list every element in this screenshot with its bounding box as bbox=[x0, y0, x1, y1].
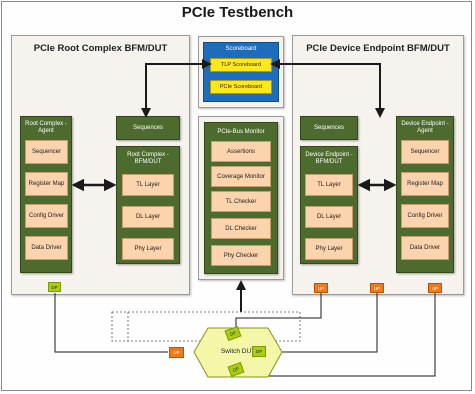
root-complex-agent-title: Root Complex - Agent bbox=[25, 121, 67, 134]
bus-tap-dashed-box bbox=[111, 311, 301, 342]
switch-dp-port-right: DP bbox=[252, 346, 266, 357]
ep-bfm-item-tl-layer: TL Layer bbox=[305, 174, 353, 196]
ep-agent-item-register-map: Register Map bbox=[401, 172, 449, 196]
rc-dp-port: DP bbox=[48, 282, 61, 292]
endpoint-agent-title: Device Endpoint - Agent bbox=[401, 121, 449, 134]
rc-bfm-item-phy-layer: Phy Layer bbox=[122, 238, 174, 260]
rc-dp-wire bbox=[54, 293, 168, 353]
ep-up-port-2: UP bbox=[370, 283, 384, 293]
monitor-item-tl-checker: TL Checker bbox=[211, 191, 271, 212]
rc-bfm-item-tl-layer: TL Layer bbox=[122, 174, 174, 196]
rc-agent-item-data-driver: Data Driver bbox=[25, 236, 68, 260]
switch-dut-shape bbox=[193, 327, 283, 378]
ep-agent-item-data-driver: Data Driver bbox=[401, 236, 449, 260]
rc-agent-item-register-map: Register Map bbox=[25, 172, 68, 196]
root-complex-sequences: Sequences bbox=[116, 116, 180, 140]
ep-up-port-1: UP bbox=[314, 283, 328, 293]
monitor-item-coverage-monitor: Coverage Monitor bbox=[211, 166, 271, 187]
diagram-title: PCIe Testbench bbox=[181, 4, 294, 21]
rc-to-scoreboard-arrow bbox=[141, 59, 212, 118]
endpoint-sequences-label: Sequences bbox=[313, 125, 345, 131]
scoreboard-title: Scoreboard bbox=[225, 46, 257, 52]
endpoint-title: PCIe Device Endpoint BFM/DUT bbox=[306, 43, 450, 54]
switch-dut-label: Switch DUT bbox=[220, 348, 256, 355]
rc-agent-item-config-driver: Config Driver bbox=[25, 204, 68, 228]
endpoint-bfm-title: Device Endpoint - BFM/DUT bbox=[305, 152, 353, 165]
root-complex-title: PCIe Root Complex BFM/DUT bbox=[33, 43, 168, 54]
ep-bfm-item-dl-layer: DL Layer bbox=[305, 206, 353, 228]
ep-agent-item-sequencer: Sequencer bbox=[401, 140, 449, 164]
monitor-item-dl-checker: DL Checker bbox=[211, 218, 271, 239]
ep-up-wire-1 bbox=[235, 293, 322, 329]
rc-agent-item-sequencer: Sequencer bbox=[25, 140, 68, 164]
rc-bfm-item-dl-layer: DL Layer bbox=[122, 206, 174, 228]
ep-to-scoreboard-arrow bbox=[270, 59, 385, 118]
root-complex-bfm-title: Root Complex - BFM/DUT bbox=[127, 152, 169, 165]
switch-up-port: UP bbox=[169, 347, 184, 358]
root-complex-sequences-label: Sequences bbox=[132, 125, 164, 131]
bus-monitor-title: PCIe-Bus Monitor bbox=[217, 129, 265, 135]
ep-bfm-item-phy-layer: Phy Layer bbox=[305, 238, 353, 260]
ep-agent-item-config-driver: Config Driver bbox=[401, 204, 449, 228]
monitor-item-assertions: Assertions bbox=[211, 141, 271, 162]
ep-up-wire-2 bbox=[264, 293, 378, 353]
ep-up-port-3: UP bbox=[428, 283, 442, 293]
monitor-item-phy-checker: Phy Checker bbox=[211, 245, 271, 266]
